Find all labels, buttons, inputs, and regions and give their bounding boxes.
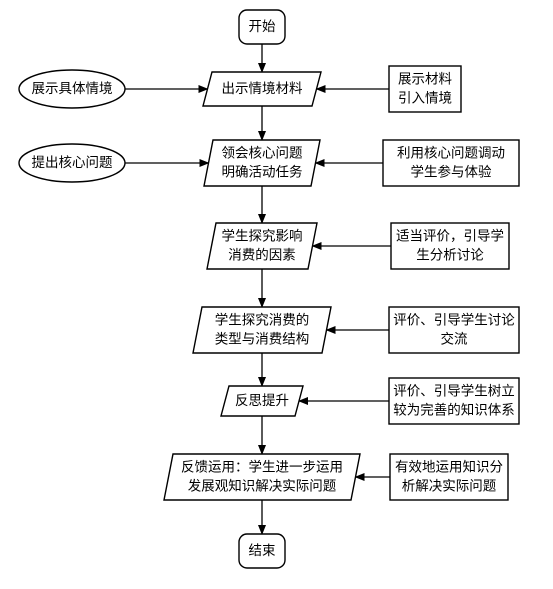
node-label-step2-2: 明确活动任务 bbox=[222, 165, 303, 181]
node-label-right3-1: 适当评价，引导学 bbox=[396, 229, 504, 245]
node-shape-step3 bbox=[206, 222, 318, 270]
node-start: 开始 bbox=[238, 9, 286, 45]
node-left2: 提出核心问题 bbox=[18, 143, 126, 183]
node-label-right5-2: 较为完善的知识体系 bbox=[393, 402, 515, 419]
node-label-right4-1: 评价、引导学生讨论 bbox=[393, 313, 515, 329]
node-label-step6-1: 反馈运用：学生进一步运用 bbox=[181, 460, 343, 476]
node-label-step3-2: 消费的因素 bbox=[228, 248, 296, 264]
node-label-right6-1: 有效地运用知识分 bbox=[395, 459, 503, 476]
node-label-right6-2: 析解决实际问题 bbox=[402, 479, 497, 495]
node-label-start-1: 开始 bbox=[249, 19, 276, 35]
node-step1: 出示情境材料 bbox=[202, 71, 322, 107]
edges-layer bbox=[125, 44, 391, 535]
node-shape-right5 bbox=[388, 377, 520, 425]
node-shape-step4 bbox=[192, 306, 332, 354]
node-label-step4-2: 类型与消费结构 bbox=[215, 332, 310, 348]
nodes-layer: 开始出示情境材料领会核心问题明确活动任务学生探究影响消费的因素学生探究消费的类型… bbox=[18, 9, 520, 569]
node-shape-right4 bbox=[388, 306, 520, 354]
node-label-left1-1: 展示具体情境 bbox=[32, 81, 113, 97]
node-label-right3-2: 生分析讨论 bbox=[416, 248, 484, 264]
node-label-right1-1: 展示材料 bbox=[398, 72, 452, 88]
node-label-step3-1: 学生探究影响 bbox=[222, 229, 303, 245]
node-step5: 反思提升 bbox=[220, 385, 304, 417]
node-label-right2-2: 学生参与体验 bbox=[411, 164, 492, 181]
node-shape-right2 bbox=[382, 139, 520, 187]
node-label-step6-2: 发展观知识解决实际问题 bbox=[188, 478, 337, 495]
node-label-end-1: 结束 bbox=[249, 543, 276, 559]
node-left1: 展示具体情境 bbox=[18, 69, 126, 109]
node-label-right5-1: 评价、引导学生树立 bbox=[393, 384, 515, 400]
node-shape-step6 bbox=[163, 453, 361, 501]
node-shape-left1 bbox=[18, 69, 126, 109]
node-shape-step2 bbox=[203, 139, 321, 187]
node-shape-right3 bbox=[390, 222, 510, 270]
node-label-right4-2: 交流 bbox=[441, 331, 468, 348]
node-shape-right6 bbox=[389, 453, 509, 501]
node-shape-step1 bbox=[202, 71, 322, 107]
node-label-step2-1: 领会核心问题 bbox=[222, 146, 303, 162]
node-label-right2-1: 利用核心问题调动 bbox=[397, 146, 505, 162]
node-label-right1-2: 引入情境 bbox=[398, 91, 452, 107]
node-end: 结束 bbox=[238, 533, 286, 569]
node-label-step1-1: 出示情境材料 bbox=[222, 81, 303, 97]
node-label-left2-1: 提出核心问题 bbox=[32, 155, 113, 171]
node-shape-right1 bbox=[388, 65, 462, 113]
node-shape-start bbox=[238, 9, 286, 45]
node-shape-end bbox=[238, 533, 286, 569]
node-shape-step5 bbox=[220, 385, 304, 417]
node-label-step4-1: 学生探究消费的 bbox=[215, 313, 310, 329]
node-shape-left2 bbox=[18, 143, 126, 183]
node-label-step5-1: 反思提升 bbox=[235, 393, 289, 409]
